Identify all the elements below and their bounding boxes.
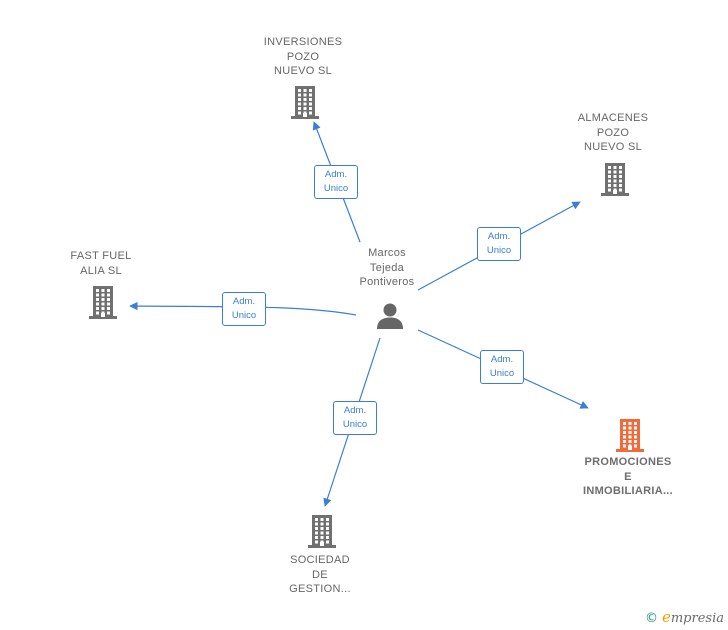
edge-label-text: Unico	[323, 183, 349, 194]
company-label-promociones-line: INMOBILIARIA...	[582, 485, 674, 497]
company-node-almacenes[interactable]	[600, 162, 630, 202]
edge-label-text: Adm.	[343, 405, 367, 416]
footer-brand[interactable]: ©empresia	[645, 608, 724, 626]
company-node-promociones[interactable]	[615, 418, 645, 458]
company-label-almacenes-line: NUEVO SL	[583, 141, 643, 153]
company-label-fastfuel-line: ALIA SL	[80, 264, 122, 277]
company-label-almacenes-line: ALMACENES	[577, 112, 649, 124]
company-label-almacenes[interactable]: ALMACENES POZO NUEVO SL	[553, 111, 673, 155]
edge-label-sociedad[interactable]: Adm. Unico	[333, 401, 377, 435]
company-node-sociedad[interactable]	[307, 514, 337, 554]
person-node[interactable]	[376, 302, 404, 335]
company-label-inversiones-line: POZO	[286, 50, 320, 63]
edge-label-text: Adm.	[324, 169, 348, 180]
edge-label-text: Adm.	[487, 231, 511, 242]
company-label-sociedad-line: GESTION...	[289, 583, 351, 595]
company-label-sociedad[interactable]: SOCIEDAD DE GESTION...	[260, 553, 380, 597]
building-icon	[89, 286, 117, 319]
person-label-marcos-tejeda-pontiveros-line: Marcos	[368, 247, 406, 259]
building-icon	[601, 163, 629, 196]
company-label-inversiones-line: NUEVO SL	[273, 65, 333, 77]
person-icon	[377, 303, 403, 329]
company-node-fastfuel[interactable]	[88, 285, 118, 325]
person-label-marcos-tejeda-pontiveros-line: Pontiveros	[359, 276, 415, 288]
building-icon	[616, 419, 644, 452]
company-label-fastfuel[interactable]: FAST FUEL ALIA SL	[41, 249, 161, 278]
person-label-marcos-tejeda-pontiveros-line: Tejeda	[369, 261, 405, 274]
edge-label-text: Unico	[231, 310, 257, 321]
company-label-promociones-line: E	[624, 470, 632, 483]
brand-logo: empresia	[661, 608, 724, 626]
edge-label-text: Unico	[489, 368, 515, 379]
company-label-promociones[interactable]: PROMOCIONES E INMOBILIARIA...	[568, 455, 688, 499]
company-label-fastfuel-line: FAST FUEL	[70, 250, 132, 262]
company-label-inversiones[interactable]: INVERSIONES POZO NUEVO SL	[243, 35, 363, 79]
edge-label-promociones[interactable]: Adm. Unico	[480, 350, 524, 384]
copyright-symbol: ©	[644, 611, 658, 626]
edge-label-text: Unico	[342, 419, 368, 430]
edge-label-inversiones[interactable]: Adm. Unico	[314, 165, 358, 199]
edge-label-text: Adm.	[232, 296, 256, 307]
edge-label-text: Adm.	[490, 354, 514, 365]
company-label-almacenes-line: POZO	[596, 126, 630, 139]
edge-label-almacenes[interactable]: Adm. Unico	[477, 227, 521, 261]
edge-label-text: Unico	[486, 245, 512, 256]
company-label-sociedad-line: DE	[312, 568, 328, 581]
company-node-inversiones[interactable]	[290, 85, 320, 125]
company-label-promociones-line: PROMOCIONES	[584, 456, 672, 468]
building-icon	[291, 86, 319, 119]
edge-label-fastfuel[interactable]: Adm. Unico	[222, 292, 266, 326]
building-icon	[308, 515, 336, 548]
company-label-inversiones-line: INVERSIONES	[263, 36, 343, 48]
company-label-sociedad-line: SOCIEDAD	[290, 554, 350, 566]
